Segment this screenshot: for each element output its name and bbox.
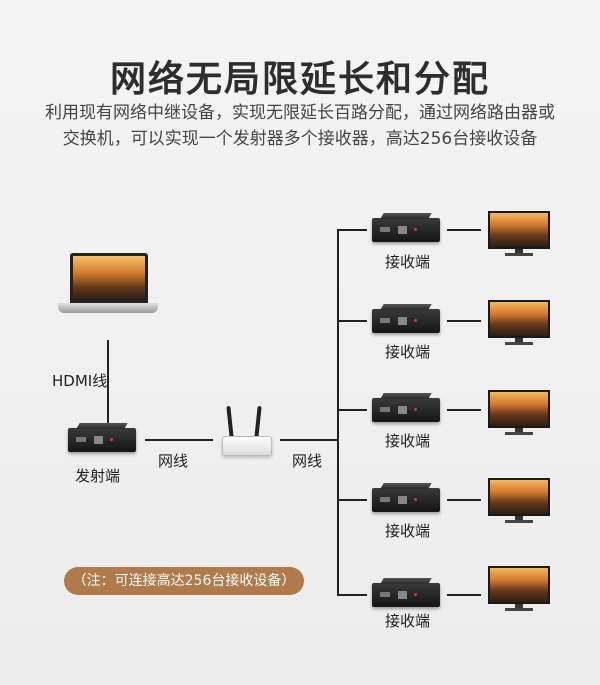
router-body: [222, 436, 272, 456]
hdmi-output-line: [447, 229, 481, 231]
monitor: [488, 390, 550, 435]
receiver-label: 接收端: [385, 343, 431, 361]
distribution-bus: [337, 229, 339, 596]
hdmi-output-line: [447, 320, 481, 322]
branch-line: [337, 409, 367, 411]
laptop-screen: [70, 253, 148, 303]
receiver-label: 接收端: [385, 522, 431, 540]
receiver-device: [372, 398, 440, 422]
branch-line: [337, 320, 367, 322]
monitor: [488, 566, 550, 611]
network-cable-right: [280, 439, 338, 441]
router-antenna-left: [226, 405, 234, 439]
receiver-device: [372, 488, 440, 512]
transmitter-label: 发射端: [75, 467, 121, 485]
branch-line: [337, 229, 367, 231]
network-line-left-label: 网线: [158, 452, 189, 470]
hdmi-cable-line: [107, 340, 109, 425]
receiver-device: [372, 309, 440, 333]
receiver-device: [372, 218, 440, 242]
monitor: [488, 478, 550, 523]
receiver-label: 接收端: [385, 432, 431, 450]
monitor: [488, 211, 550, 256]
page-title: 网络无局限延长和分配: [109, 59, 490, 100]
laptop-base: [58, 303, 158, 313]
receiver-label: 接收端: [385, 253, 431, 271]
receiver-device: [372, 583, 440, 607]
page-subtitle: 利用现有网络中继设备，实现无限延长百路分配，通过网络路由器或交换机，可以实现一个…: [45, 103, 555, 149]
hdmi-line-label: HDMI线: [52, 372, 108, 390]
hdmi-output-line: [447, 594, 481, 596]
network-line-right-label: 网线: [292, 452, 323, 470]
receiver-label: 接收端: [385, 612, 431, 630]
note-badge: （注：可连接高达256台接收设备）: [64, 567, 304, 595]
hdmi-output-line: [447, 499, 481, 501]
branch-line: [337, 499, 367, 501]
transmitter-device: [68, 428, 136, 452]
router-antenna-right: [254, 405, 262, 439]
network-cable-left: [145, 439, 213, 441]
hdmi-output-line: [447, 409, 481, 411]
branch-line: [337, 594, 367, 596]
monitor: [488, 300, 550, 345]
